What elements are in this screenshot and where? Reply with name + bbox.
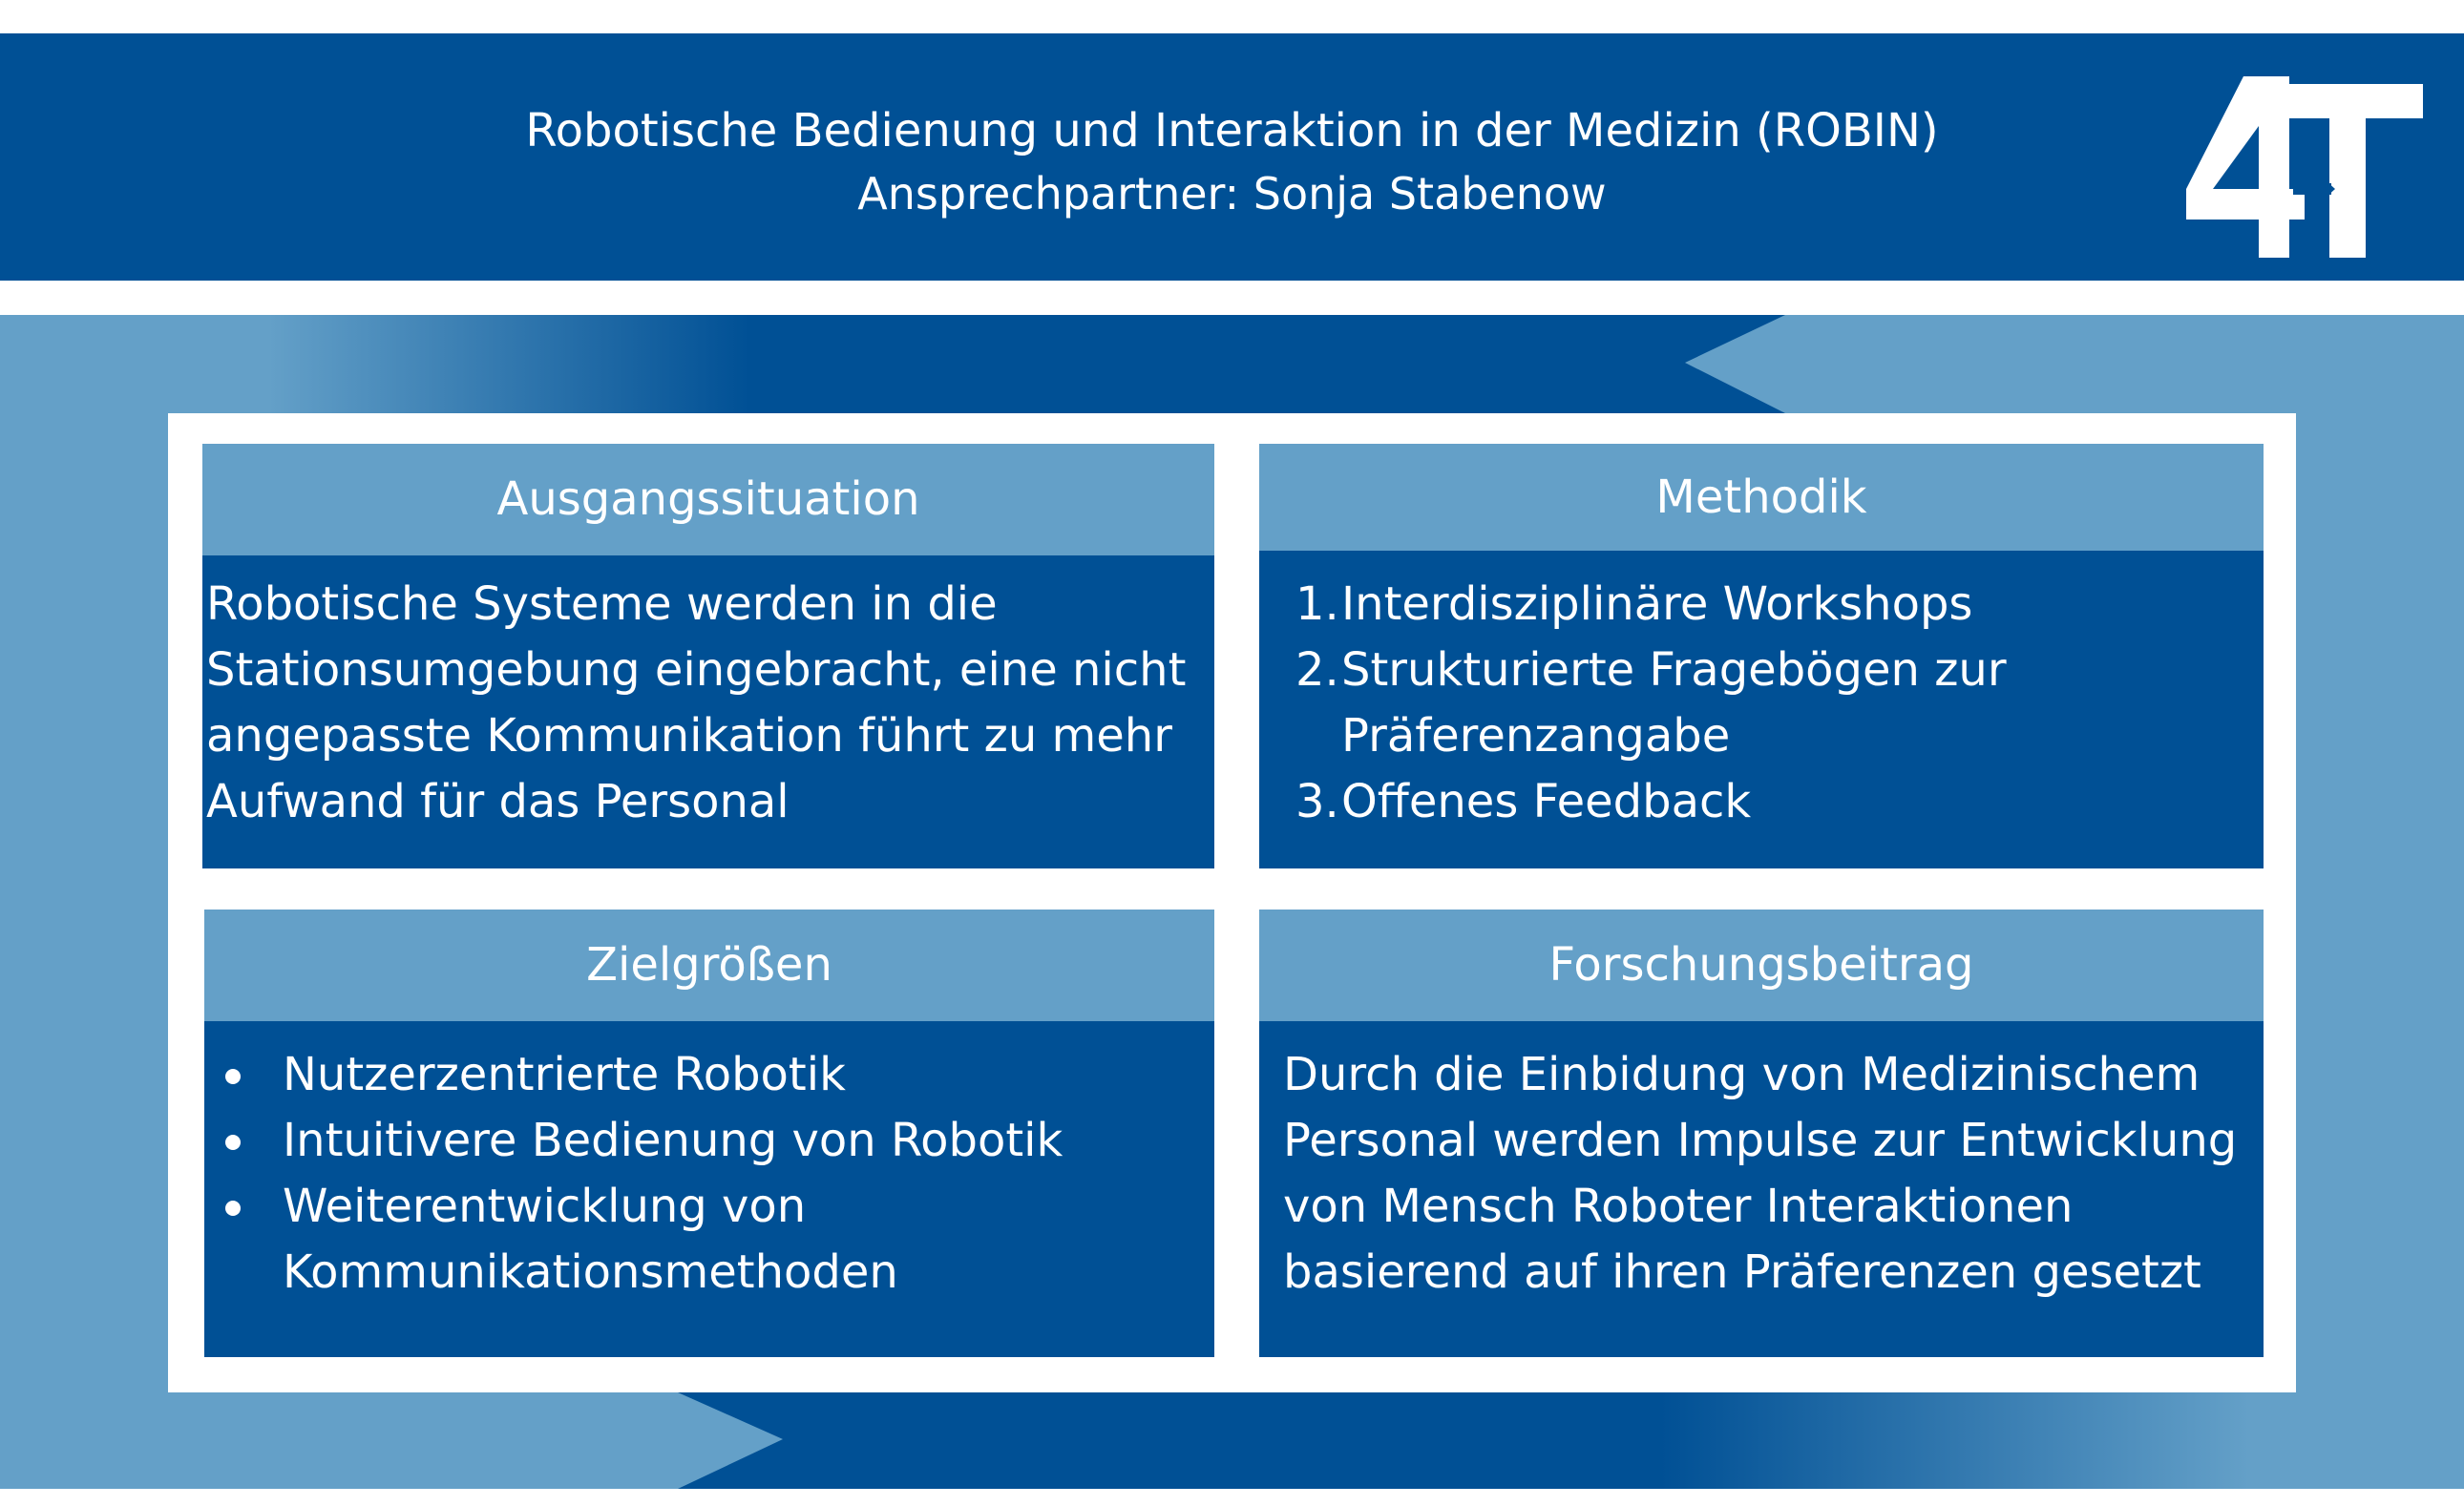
card-ausgangssituation: Ausgangssituation Robotische Systeme wer… (202, 444, 1214, 868)
list-item: 2.Strukturierte Fragebögen zur Präferenz… (1295, 643, 2007, 763)
card-title: Forschungsbeitrag (1259, 910, 2264, 1021)
methodik-list: 1.Interdisziplinäre Workshops 2.Struktur… (1295, 572, 2244, 835)
card-body: Nutzerzentrierte Robotik Intuitivere Bed… (204, 1021, 1214, 1357)
list-item: Intuitivere Bedienung von Robotik (204, 1108, 1195, 1174)
top-flow-arrow (0, 315, 1785, 413)
ziel-list: Nutzerzentrierte Robotik Intuitivere Bed… (204, 1042, 1195, 1306)
card-body: Durch die Einbidung von Medizinischem Pe… (1259, 1021, 2264, 1357)
list-item: Weiterentwicklung von Kommunikationsmeth… (204, 1174, 1195, 1306)
header-banner: Robotische Bedienung und Interaktion in … (0, 33, 2464, 281)
card-title: Zielgrößen (204, 910, 1214, 1021)
card-title: Methodik (1259, 444, 2264, 551)
card-body: Robotische Systeme werden in die Station… (202, 555, 1214, 868)
4t-logo-icon (2186, 76, 2423, 258)
bottom-flow-arrow (678, 1392, 2464, 1489)
page-title: Robotische Bedienung und Interaktion in … (525, 104, 1939, 157)
card-methodik: Methodik 1.Interdisziplinäre Workshops 2… (1259, 444, 2264, 868)
card-text: Robotische Systeme werden in die Station… (206, 577, 1187, 828)
card-title: Ausgangssituation (202, 444, 1214, 555)
list-item: 1.Interdisziplinäre Workshops (1295, 577, 1973, 631)
bullet-icon (225, 1069, 241, 1084)
card-zielgroessen: Zielgrößen Nutzerzentrierte Robotik Intu… (204, 910, 1214, 1357)
card-body: 1.Interdisziplinäre Workshops 2.Struktur… (1259, 551, 2264, 868)
list-item: 3.Offenes Feedback (1295, 775, 1752, 828)
bullet-icon (225, 1201, 241, 1216)
card-forschungsbeitrag: Forschungsbeitrag Durch die Einbidung vo… (1259, 910, 2264, 1357)
contact-subtitle: Ansprechpartner: Sonja Stabenow (857, 168, 1607, 220)
list-item: Nutzerzentrierte Robotik (204, 1042, 1195, 1108)
bullet-icon (225, 1135, 241, 1150)
card-text: Durch die Einbidung von Medizinischem Pe… (1283, 1048, 2238, 1299)
